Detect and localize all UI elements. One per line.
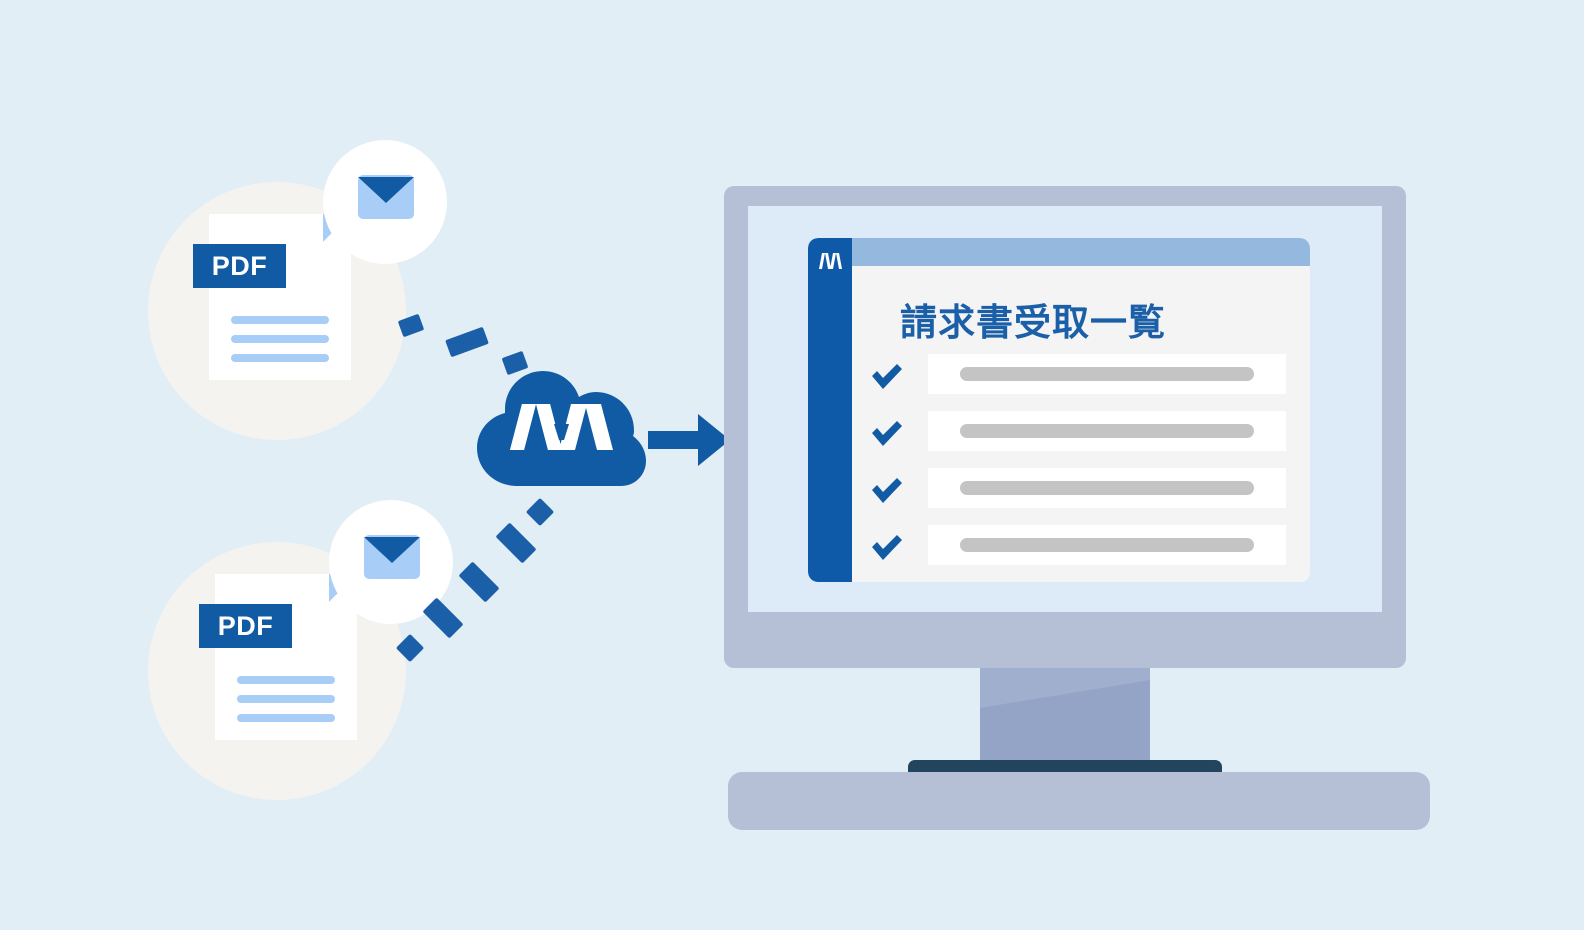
placeholder-bar — [960, 538, 1254, 552]
cloud-icon — [474, 362, 649, 487]
arrow-right-icon — [648, 412, 730, 468]
envelope-icon — [358, 175, 414, 219]
dash-segment — [445, 326, 489, 358]
list-item-card — [928, 354, 1286, 394]
page-title: 請求書受取一覧 — [900, 302, 1166, 343]
dash-segment — [458, 561, 500, 603]
pdf-badge: PDF — [199, 604, 292, 648]
envelope-icon — [364, 535, 420, 579]
pdf-text-line — [231, 316, 329, 324]
sidebar-logo-icon — [816, 250, 844, 272]
app-window: 請求書受取一覧 — [808, 238, 1310, 582]
monitor-screen: 請求書受取一覧 — [748, 206, 1382, 612]
checkmark-icon — [870, 533, 904, 563]
placeholder-bar — [960, 481, 1254, 495]
monitor-base — [728, 772, 1430, 830]
dash-segment — [495, 522, 537, 564]
placeholder-bar — [960, 367, 1254, 381]
pdf-text-line — [237, 695, 335, 703]
list-item-card — [928, 525, 1286, 565]
placeholder-bar — [960, 424, 1254, 438]
app-sidebar[interactable] — [808, 238, 852, 582]
list-item-card — [928, 468, 1286, 508]
pdf-text-line — [231, 335, 329, 343]
pdf-text-line — [231, 354, 329, 362]
pdf-text-line — [237, 714, 335, 722]
dash-segment — [422, 597, 464, 639]
checkmark-icon — [870, 476, 904, 506]
dash-segment — [395, 633, 425, 663]
app-titlebar — [852, 238, 1310, 266]
app-content-area: 請求書受取一覧 — [852, 266, 1310, 582]
pdf-text-line — [237, 676, 335, 684]
checkmark-icon — [870, 419, 904, 449]
dash-segment — [525, 497, 555, 527]
dashed-line-lower — [390, 490, 580, 663]
list-item-card — [928, 411, 1286, 451]
pdf-badge: PDF — [193, 244, 286, 288]
checkmark-icon — [870, 362, 904, 392]
document-group-upper: PDF — [148, 130, 448, 440]
document-group-lower: PDF — [148, 490, 453, 800]
dash-segment — [397, 313, 425, 338]
